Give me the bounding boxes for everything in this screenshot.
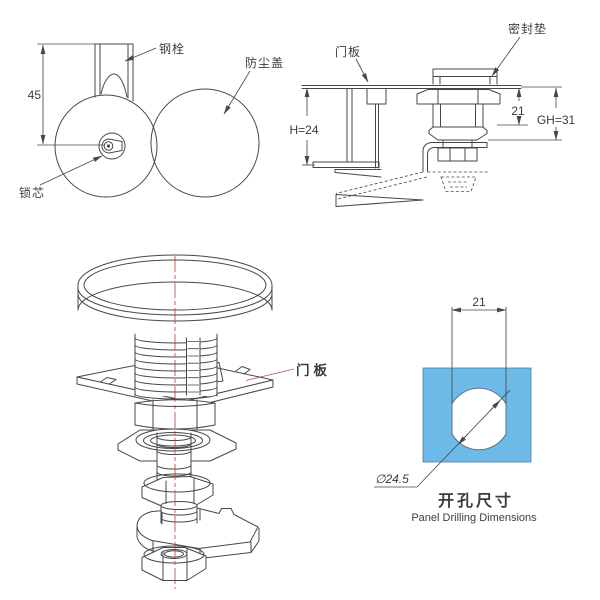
hex-nut-lower xyxy=(141,545,207,581)
steel-bolt-leader xyxy=(124,47,157,62)
dimension-45: 45 xyxy=(28,43,105,146)
dust-cover-label: 防尘盖 xyxy=(245,55,284,70)
cam-square-hole xyxy=(161,509,201,525)
lock-core-leader xyxy=(39,155,103,186)
dim-45-label: 45 xyxy=(28,88,42,102)
threaded-barrel xyxy=(134,333,218,400)
door-panel-label-exploded: 门板 xyxy=(296,362,331,378)
front-view: 45 钢栓 防尘盖 锁芯 xyxy=(19,41,284,200)
dimension-diameter: ∅24.5 xyxy=(374,389,511,488)
drill-title-cn: 开孔尺寸 xyxy=(438,491,514,510)
side-view: H=24 21 GH=31 门板 密封垫 xyxy=(289,21,576,207)
hex-nut-upper xyxy=(141,473,214,509)
threaded-stud-lower xyxy=(160,501,201,525)
steel-bolt-outline xyxy=(94,43,134,102)
steel-bolt-label: 钢栓 xyxy=(159,41,185,56)
steel-bolt-section xyxy=(366,88,387,169)
dim-21-side-label: 21 xyxy=(511,104,525,118)
dust-cover-circle xyxy=(150,88,260,198)
hole-diameter-label: ∅24.5 xyxy=(375,472,409,486)
dimension-h24: H=24 xyxy=(289,87,319,166)
hole-extension-lines xyxy=(451,307,507,404)
lock-core-label: 锁芯 xyxy=(19,185,45,200)
dust-cover-leader xyxy=(223,70,251,115)
dimension-21-hole: 21 xyxy=(451,295,507,313)
dim-gh31-label: GH=31 xyxy=(537,113,576,127)
dimension-gh31: GH=31 xyxy=(488,87,576,141)
exploded-view: 门板 xyxy=(76,254,331,589)
door-panel-section xyxy=(301,85,562,89)
door-panel-leader-exploded xyxy=(245,368,295,381)
flange-washer xyxy=(117,428,237,462)
seal-gasket-label: 密封垫 xyxy=(508,21,547,36)
door-panel-leader xyxy=(355,58,369,83)
dim-21-hole-label: 21 xyxy=(472,295,486,309)
lock-body-circle xyxy=(54,94,158,198)
double-d-hole xyxy=(451,387,507,451)
drilling-view: 21 ∅24.5 开孔尺寸 Panel Drilling Dimensions xyxy=(374,295,537,524)
seal-gasket-leader xyxy=(491,36,521,77)
drill-title-en: Panel Drilling Dimensions xyxy=(411,512,537,524)
dim-h24-label: H=24 xyxy=(289,123,318,137)
cam-bracket-section xyxy=(335,142,488,207)
dimension-21-side: 21 xyxy=(497,87,528,126)
door-panel-label-side: 门板 xyxy=(335,44,361,59)
lock-core-keyhole xyxy=(98,132,126,160)
mounting-bracket xyxy=(312,88,382,178)
